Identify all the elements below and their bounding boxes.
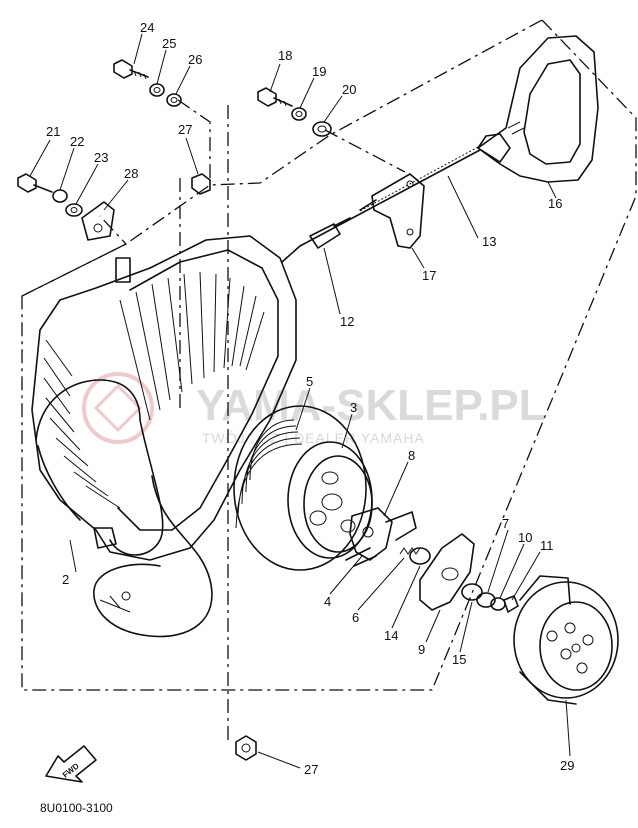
label-part-23: 23 (94, 150, 108, 165)
starter-rope-13 (281, 146, 481, 263)
leader-handle-bolt (324, 129, 406, 173)
nut-27-lower (235, 735, 257, 761)
label-part-28: 28 (124, 166, 138, 181)
washer-20 (312, 121, 332, 137)
label-part-6: 6 (352, 610, 359, 625)
bolt-24 (113, 59, 149, 80)
label-part-2: 2 (62, 572, 69, 587)
label-part-24: 24 (140, 20, 154, 35)
label-part-10: 10 (518, 530, 532, 545)
watermark-logo (82, 372, 154, 444)
label-part-25: 25 (162, 36, 176, 51)
label-part-12: 12 (340, 314, 354, 329)
plate-9 (419, 533, 475, 611)
guide-14 (409, 547, 431, 565)
label-part-7: 7 (502, 516, 509, 531)
starter-handle-16 (477, 35, 599, 183)
label-part-13: 13 (482, 234, 496, 249)
watermark-title: YAMA-SKLEP.PL (196, 381, 546, 430)
label-part-27-lower: 27 (304, 762, 318, 777)
gasket-2 (35, 379, 164, 556)
part-labels: 24 25 26 18 19 20 21 22 23 28 27 16 13 1… (46, 20, 574, 777)
ratchet-8 (349, 507, 417, 561)
bolt-group-boundary (21, 215, 128, 297)
label-part-16: 16 (548, 196, 562, 211)
washer-19 (291, 107, 307, 121)
washer-15 (461, 583, 483, 601)
sheave-drum-3 (233, 405, 373, 571)
washer-26 (166, 93, 182, 107)
washer-23 (65, 203, 83, 217)
diagram-code: 8U0100-3100 (40, 801, 113, 815)
label-part-15: 15 (452, 652, 466, 667)
label-part-20: 20 (342, 82, 356, 97)
label-part-5: 5 (306, 374, 313, 389)
label-part-18: 18 (278, 48, 292, 63)
washer-22 (52, 189, 68, 203)
label-part-17: 17 (422, 268, 436, 283)
assembly-boundary (21, 19, 637, 691)
nut-27-upper (191, 173, 211, 195)
starter-pulley-29 (513, 575, 619, 705)
leader-lines (29, 33, 571, 769)
label-part-3: 3 (350, 400, 357, 415)
label-part-22: 22 (70, 134, 84, 149)
bolt-21 (17, 173, 53, 193)
label-part-19: 19 (312, 64, 326, 79)
label-part-4: 4 (324, 594, 331, 609)
label-part-21: 21 (46, 124, 60, 139)
label-part-8: 8 (408, 448, 415, 463)
spring-6 (399, 547, 421, 555)
bolt-18 (257, 87, 293, 107)
fwd-arrow-icon: FWD (45, 745, 97, 783)
spring-4 (345, 547, 377, 567)
label-part-11: 11 (540, 538, 554, 553)
label-part-29: 29 (560, 758, 574, 773)
bolt-11 (503, 595, 519, 613)
rope-guide-12 (309, 217, 351, 249)
leader-26-frame (177, 99, 211, 182)
lead-wire (93, 475, 213, 638)
label-part-27-upper: 27 (178, 122, 192, 137)
washer-25 (149, 83, 165, 97)
spring-7 (476, 592, 496, 608)
fan-case (31, 235, 297, 561)
label-part-9: 9 (418, 642, 425, 657)
rope-guide-17 (359, 173, 425, 249)
plate-28 (81, 201, 115, 241)
watermark: YAMA-SKLEP.PL TWÓJ ... Z | DEALER YAMAHA (82, 372, 546, 446)
label-part-26: 26 (188, 52, 202, 67)
label-part-14: 14 (384, 628, 398, 643)
spiral-spring-5 (235, 419, 303, 529)
